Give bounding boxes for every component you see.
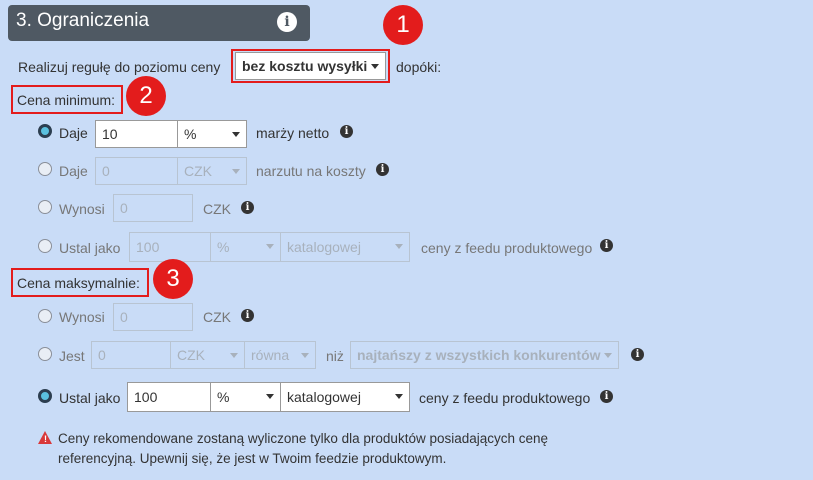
max-set-as-radio-label: Ustal jako [59,390,121,406]
warning-text-line1: Ceny rekomendowane zostaną wyliczone tyl… [58,431,549,446]
info-icon[interactable]: i [241,201,254,214]
max-fixed-radio-label: Wynosi [59,309,105,325]
chevron-down-icon [232,169,240,174]
min-markup-unit-value: CZK [184,163,212,179]
chevron-down-icon [371,64,379,69]
info-icon[interactable]: i [241,309,254,322]
price-level-select[interactable]: bez kosztu wysyłki [235,52,386,80]
max-compare-radio[interactable] [38,347,52,361]
rule-suffix-label: dopóki: [396,59,442,75]
min-fixed-radio-label: Wynosi [59,201,105,217]
annotation-badge-2: 2 [126,76,166,116]
chevron-down-icon [266,394,274,399]
section-title: 3. Ograniczenia [16,10,150,31]
min-set-as-radio[interactable] [38,239,52,253]
min-markup-value-input[interactable]: 0 [95,157,178,185]
max-compare-unit-value: CZK [177,347,205,363]
info-icon[interactable]: i [600,390,613,403]
section-header [8,5,310,41]
warning-text-line2: referencyjną. Upewnij się, że jest w Two… [58,451,447,466]
max-set-as-unit-select[interactable]: % [210,382,281,412]
annotation-badge-3: 3 [153,259,193,299]
max-price-label: Cena maksymalnie: [17,275,140,291]
max-fixed-radio[interactable] [38,309,52,323]
max-fixed-suffix: CZK [203,309,231,325]
chevron-down-icon [232,132,240,137]
min-fixed-suffix: CZK [203,201,231,217]
max-compare-mid-label: niż [326,348,344,364]
min-set-as-base-select[interactable]: katalogowej [280,232,410,262]
max-competitor-select[interactable]: najtańszy z wszystkich konkurentów [350,341,619,369]
min-set-as-base-value: katalogowej [287,239,361,255]
chevron-down-icon [301,353,309,358]
min-margin-suffix: marży netto [256,125,330,141]
min-set-as-value-input[interactable]: 100 [129,232,211,262]
min-price-label: Cena minimum: [17,92,116,108]
chevron-down-icon [604,353,612,358]
min-margin-radio-label: Daje [59,125,88,141]
max-compare-operator-value: równa [251,347,290,363]
info-icon[interactable]: i [376,163,389,176]
min-set-as-radio-label: Ustal jako [59,240,121,256]
max-compare-unit-select[interactable]: CZK [170,341,245,369]
min-fixed-value-input[interactable]: 0 [113,194,193,222]
warning-icon-mark: ! [44,434,47,444]
annotation-box-3 [11,268,149,297]
min-margin-value-input[interactable]: 10 [95,120,178,148]
min-markup-radio[interactable] [38,162,52,176]
min-set-as-unit-select[interactable]: % [210,232,281,262]
min-markup-radio-label: Daje [59,163,88,179]
info-icon[interactable]: i [600,239,613,252]
max-set-as-radio[interactable] [38,389,52,403]
min-markup-unit-select[interactable]: CZK [177,157,247,185]
chevron-down-icon [230,353,238,358]
max-set-as-value-input[interactable]: 100 [127,382,211,412]
max-set-as-suffix: ceny z feedu produktowego [419,390,591,406]
info-icon[interactable]: i [340,125,353,138]
max-compare-operator-select[interactable]: równa [244,341,316,369]
min-fixed-radio[interactable] [38,200,52,214]
chevron-down-icon [266,244,274,249]
chevron-down-icon [395,244,403,249]
warning-icon [38,431,52,444]
max-set-as-base-value: katalogowej [287,389,361,405]
annotation-badge-1: 1 [383,5,423,45]
max-set-as-unit-value: % [217,389,230,405]
annotation-box-2 [11,85,123,114]
info-icon[interactable]: i [631,348,644,361]
min-margin-unit-value: % [184,126,197,142]
max-fixed-value-input[interactable]: 0 [113,303,193,331]
chevron-down-icon [395,394,403,399]
max-competitor-value: najtańszy z wszystkich konkurentów [357,347,601,363]
min-set-as-suffix: ceny z feedu produktowego [421,240,593,256]
rule-prefix-label: Realizuj regułę do poziomu ceny [18,59,221,75]
max-compare-value-input[interactable]: 0 [91,341,171,369]
min-margin-radio[interactable] [38,124,52,138]
info-icon[interactable]: i [277,12,297,32]
max-set-as-base-select[interactable]: katalogowej [280,382,410,412]
max-compare-radio-label: Jest [59,348,85,364]
price-level-select-value: bez kosztu wysyłki [242,58,368,74]
annotation-box-1 [231,49,390,83]
min-markup-suffix: narzutu na koszty [256,163,366,179]
min-set-as-unit-value: % [217,239,230,255]
min-margin-unit-select[interactable]: % [177,120,247,148]
